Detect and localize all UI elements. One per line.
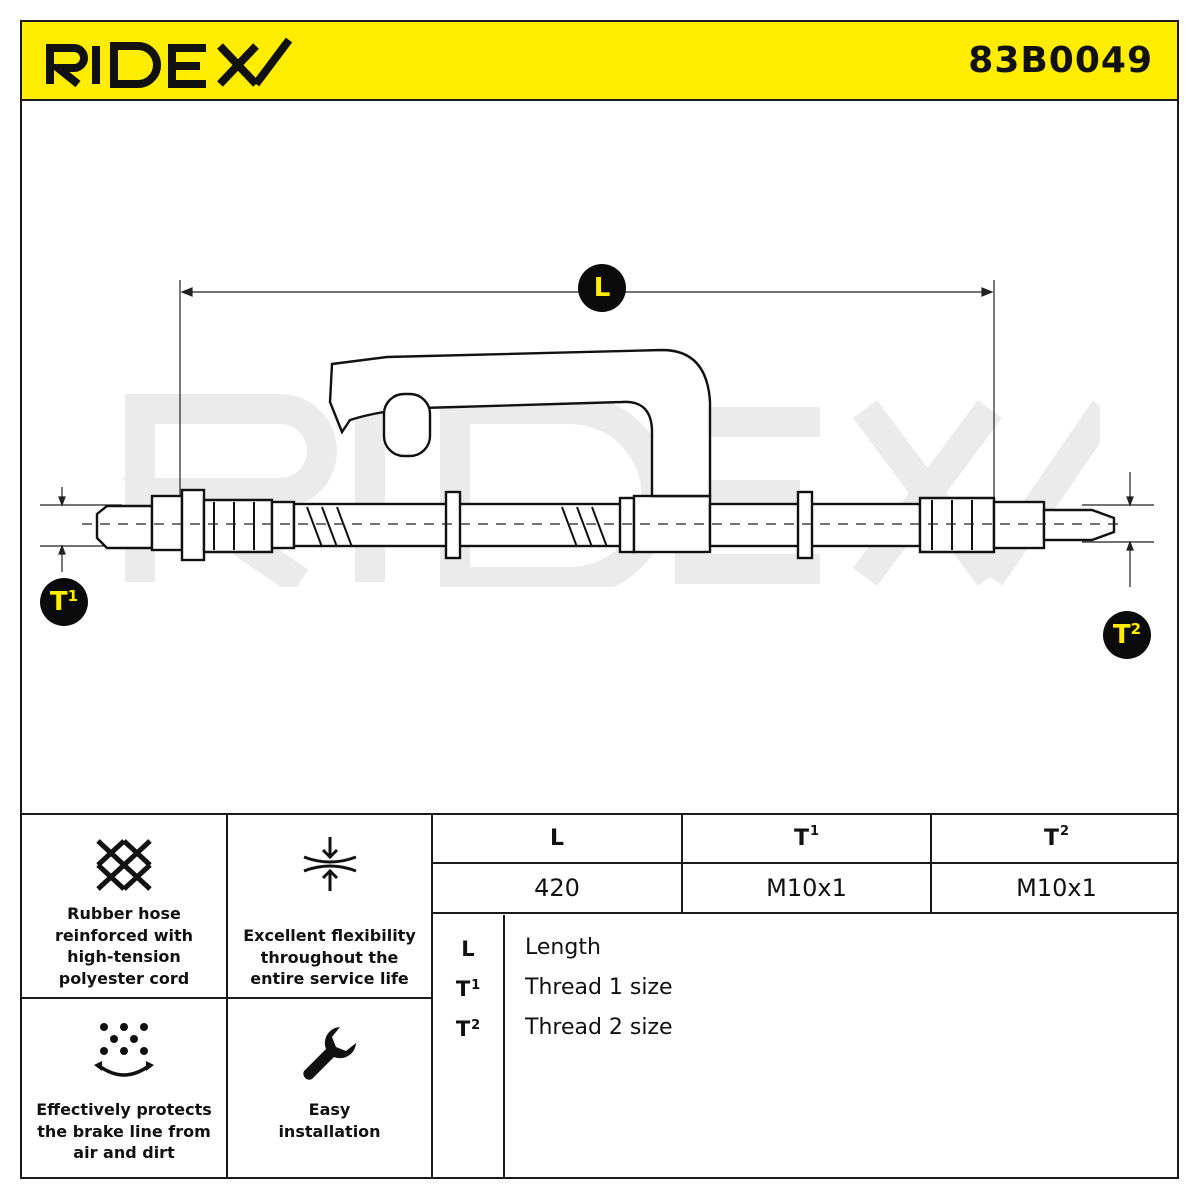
legend-symbol-thread-1-sup: 1 — [471, 978, 481, 993]
legend-symbol-thread-1-label: T — [455, 977, 471, 1001]
legend-text-thread-2: Thread 2 size — [525, 1015, 673, 1040]
cross-weave-icon — [96, 839, 152, 891]
spec-header-length-label: L — [549, 826, 565, 851]
compression-arrows-icon — [302, 837, 357, 891]
feature-2-line-3: entire service life — [250, 969, 409, 988]
feature-2-line-1: Excellent flexibility — [243, 926, 416, 945]
feature-3-line-1: Effectively protects — [36, 1100, 212, 1119]
spec-header-thread-1-label: T — [793, 826, 809, 851]
brake-hose-drawing — [40, 280, 1154, 587]
part-number: 83B0049 — [968, 40, 1153, 81]
legend-symbol-thread-2-label: T — [455, 1017, 471, 1041]
feature-reinforced-hose: Rubber hose reinforced with high-tension… — [22, 815, 228, 999]
spec-value-thread-2: M10x1 — [932, 864, 1177, 914]
legend-text-length: Length — [525, 935, 601, 960]
panel-divider — [431, 815, 433, 1177]
legend-symbol-thread-2-sup: 2 — [471, 1018, 481, 1033]
dimension-L-label: L — [593, 273, 611, 303]
feature-1-line-1: Rubber hose — [67, 904, 181, 923]
feature-4-line-2: installation — [278, 1121, 381, 1141]
legend: L Length T1 Thread 1 size T2 Thread 2 si… — [433, 915, 1177, 1177]
spec-header-thread-2-label: T — [1043, 826, 1059, 851]
info-panel: Rubber hose reinforced with high-tension… — [22, 813, 1177, 1177]
dust-protection-icon — [94, 1023, 154, 1077]
legend-divider — [503, 915, 505, 1177]
feature-2-line-2: throughout the — [260, 947, 399, 967]
legend-symbol-thread-2: T2 — [433, 1017, 503, 1041]
dimension-L-badge: L — [578, 264, 626, 312]
spec-header-length: L — [433, 815, 683, 864]
wrench-icon — [302, 1027, 356, 1080]
thread-1-sup: 1 — [67, 587, 79, 605]
legend-text-thread-1: Thread 1 size — [525, 975, 673, 1000]
feature-3-line-3: air and dirt — [73, 1143, 175, 1162]
legend-symbol-thread-1: T1 — [433, 977, 503, 1001]
spec-header-thread-2-sup: 2 — [1059, 824, 1070, 839]
feature-1-line-4: polyester cord — [58, 968, 190, 988]
header-bar: 83B0049 — [22, 22, 1177, 101]
thread-1-label: T — [49, 587, 68, 617]
thread-2-sup: 2 — [1130, 620, 1142, 638]
spec-value-length: 420 — [433, 864, 683, 914]
feature-4-line-1: Easy — [308, 1100, 351, 1119]
feature-installation: Easy installation — [228, 999, 433, 1177]
feature-flexibility: Excellent flexibility throughout the ent… — [228, 815, 433, 999]
feature-1-line-2: reinforced with — [54, 925, 194, 945]
legend-symbol-length: L — [433, 937, 503, 961]
spec-header-thread-1-sup: 1 — [809, 824, 820, 839]
feature-protection: Effectively protects the brake line from… — [22, 999, 228, 1177]
feature-1-line-3: high-tension — [67, 947, 181, 966]
legend-symbol-length-label: L — [461, 937, 475, 961]
spec-value-thread-1: M10x1 — [683, 864, 932, 914]
thread-2-label: T — [1112, 620, 1131, 650]
product-sheet: 83B0049 — [20, 20, 1179, 1179]
feature-3-line-2: the brake line from — [37, 1121, 211, 1141]
ridex-logo — [44, 36, 294, 92]
